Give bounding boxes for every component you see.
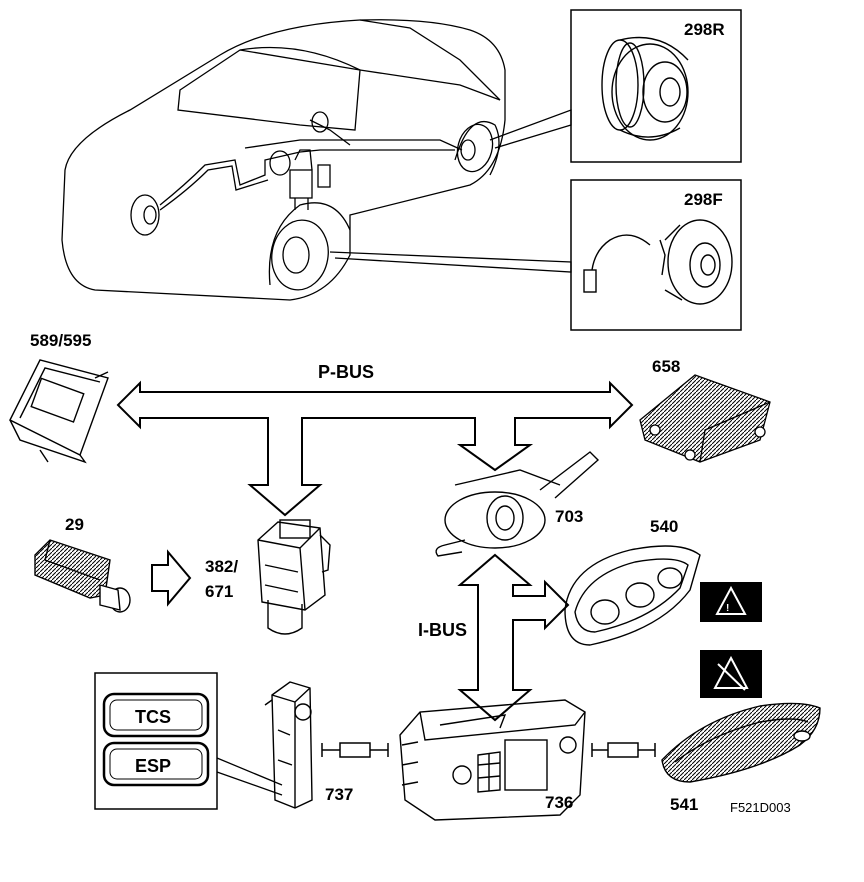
label-589-595: 589/595 — [30, 331, 91, 350]
abs-control-unit — [257, 519, 331, 635]
tcs-button[interactable]: TCS — [102, 692, 210, 738]
p-bus-label: P-BUS — [318, 362, 374, 382]
p-bus-arrow — [116, 380, 634, 517]
sdm-module — [639, 374, 771, 463]
label-298r: 298R — [684, 20, 725, 39]
i-bus-arrow — [457, 553, 570, 722]
esp-button-label: ESP — [135, 756, 171, 776]
tcs-button-label: TCS — [135, 707, 171, 727]
ice-control-unit — [399, 699, 586, 821]
label-29: 29 — [65, 515, 84, 534]
label-540: 540 — [650, 517, 678, 536]
instrument-cluster — [564, 545, 701, 646]
tcs-esp-panel: TCS ESP — [94, 672, 283, 810]
brake-light-switch — [34, 539, 131, 613]
label-658: 658 — [652, 357, 680, 376]
figure-reference: F521D003 — [730, 800, 791, 815]
warning-triangle-icon: ! — [700, 582, 762, 622]
wheel-sensor-front-box: 298F — [329, 179, 742, 331]
connector-737-736 — [321, 742, 389, 758]
tcm-module — [9, 359, 109, 464]
connector-736-541 — [591, 742, 656, 758]
esp-button[interactable]: ESP — [102, 741, 210, 787]
label-703: 703 — [555, 507, 583, 526]
label-541: 541 — [670, 795, 698, 814]
label-671: 671 — [205, 582, 233, 601]
sid-display — [661, 702, 821, 783]
i-bus-label: I-BUS — [418, 620, 467, 640]
car-illustration — [61, 19, 506, 301]
label-382: 382/ — [205, 557, 238, 576]
switch-panel-737 — [264, 681, 313, 809]
label-737: 737 — [325, 785, 353, 804]
steering-wheel-switch — [435, 451, 600, 557]
svg-text:!: ! — [726, 603, 729, 614]
label-736: 736 — [545, 793, 573, 812]
wheel-sensor-rear-box: 298R — [489, 9, 742, 163]
arrow-29-to-abs — [151, 549, 192, 607]
warning-triangle-crossed-icon — [700, 650, 762, 698]
label-298f: 298F — [684, 190, 723, 209]
